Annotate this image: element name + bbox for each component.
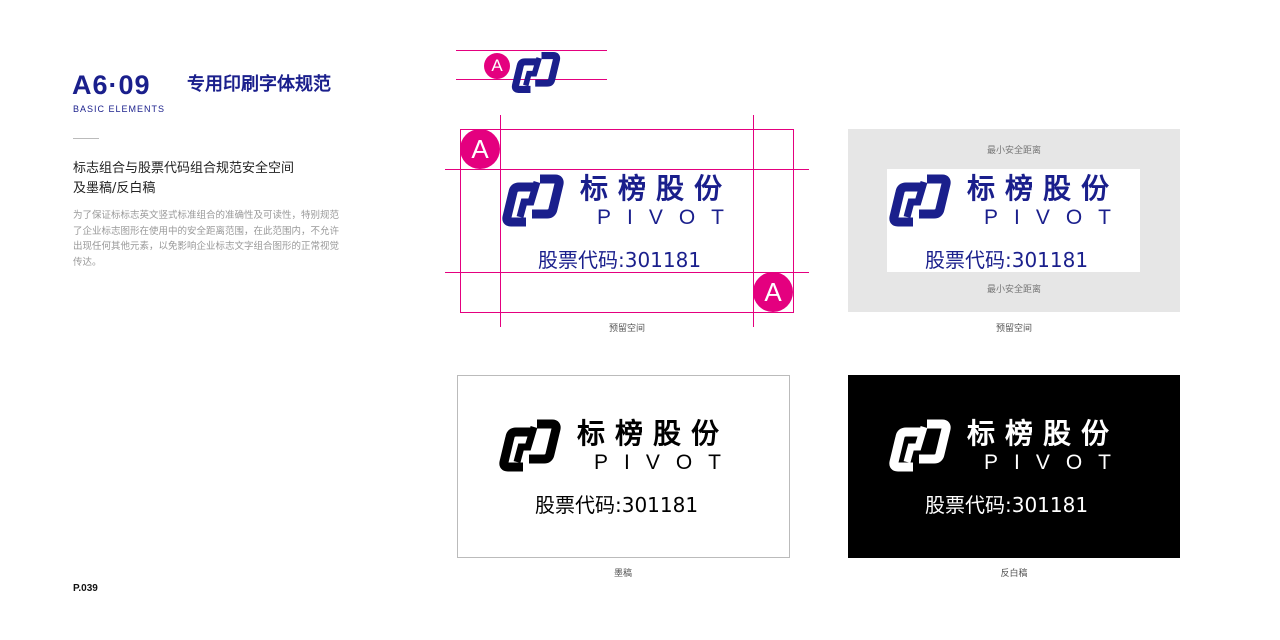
pivot-logo-mark-icon [497,417,563,474]
section-heading: 标志组合与股票代码组合规范安全空间 及墨稿/反白稿 [73,159,294,199]
caption-ink: 墨稿 [613,569,632,579]
guide-line [753,115,754,327]
page-title: 专用印刷字体规范 [187,74,331,95]
logo-lockup-white: 标榜股份 PIVOT 股票代码:301181 [887,417,1147,521]
marker-a: A [753,272,793,312]
logo-lockup: 标榜股份 PIVOT 股票代码:301181 [500,172,760,276]
guide-line [456,79,607,80]
caption-reserved-space: 预留空间 [608,324,645,334]
marker-a: A [460,129,500,169]
pivot-logo-mark-icon [510,50,562,95]
stock-code: 股票代码:301181 [538,248,702,272]
stock-code: 股票代码:301181 [925,493,1089,517]
logo-name-en: PIVOT [597,206,741,229]
logo-name-en: PIVOT [984,451,1128,474]
pivot-logo-mark-icon [887,172,953,229]
caption-reverse: 反白稿 [1000,569,1028,579]
guide-line [500,115,501,327]
logo-name-cn: 标榜股份 [967,172,1120,205]
logo-name-cn: 标榜股份 [580,172,733,205]
stock-code: 股票代码:301181 [535,493,699,517]
description: 为了保证标标志英文竖式标准组合的准确性及可读性，特别规范了企业标志图形在使用中的… [73,210,340,268]
logo-name-en: PIVOT [984,206,1128,229]
heading-line-2: 及墨稿/反白稿 [73,181,156,196]
section-code: A6·09 [72,70,151,100]
min-distance-label-bottom: 最小安全距离 [986,285,1041,295]
logo-name-cn: 标榜股份 [577,417,730,450]
logo-name-en: PIVOT [594,451,738,474]
min-distance-label-top: 最小安全距离 [986,146,1041,156]
logo-name-cn: 标榜股份 [967,417,1120,450]
logo-lockup-black: 标榜股份 PIVOT 股票代码:301181 [497,417,757,521]
page-number: P.039 [73,583,98,594]
pivot-logo-mark-icon [500,172,566,229]
guide-line [456,50,607,51]
heading-line-1: 标志组合与股票代码组合规范安全空间 [73,161,295,176]
marker-a: A [484,53,510,79]
logo-lockup: 标榜股份 PIVOT 股票代码:301181 [887,172,1147,276]
ink-panel [457,375,790,558]
reserved-space-frame [460,129,794,313]
guide-line [445,169,809,170]
stock-code: 股票代码:301181 [925,248,1089,272]
section-subtitle: BASIC ELEMENTS [73,104,166,114]
divider [73,138,99,139]
caption-reserved-space: 预留空间 [995,324,1032,334]
guide-line [445,272,809,273]
safe-area-box [887,169,1140,272]
pivot-logo-mark-icon [887,417,953,474]
